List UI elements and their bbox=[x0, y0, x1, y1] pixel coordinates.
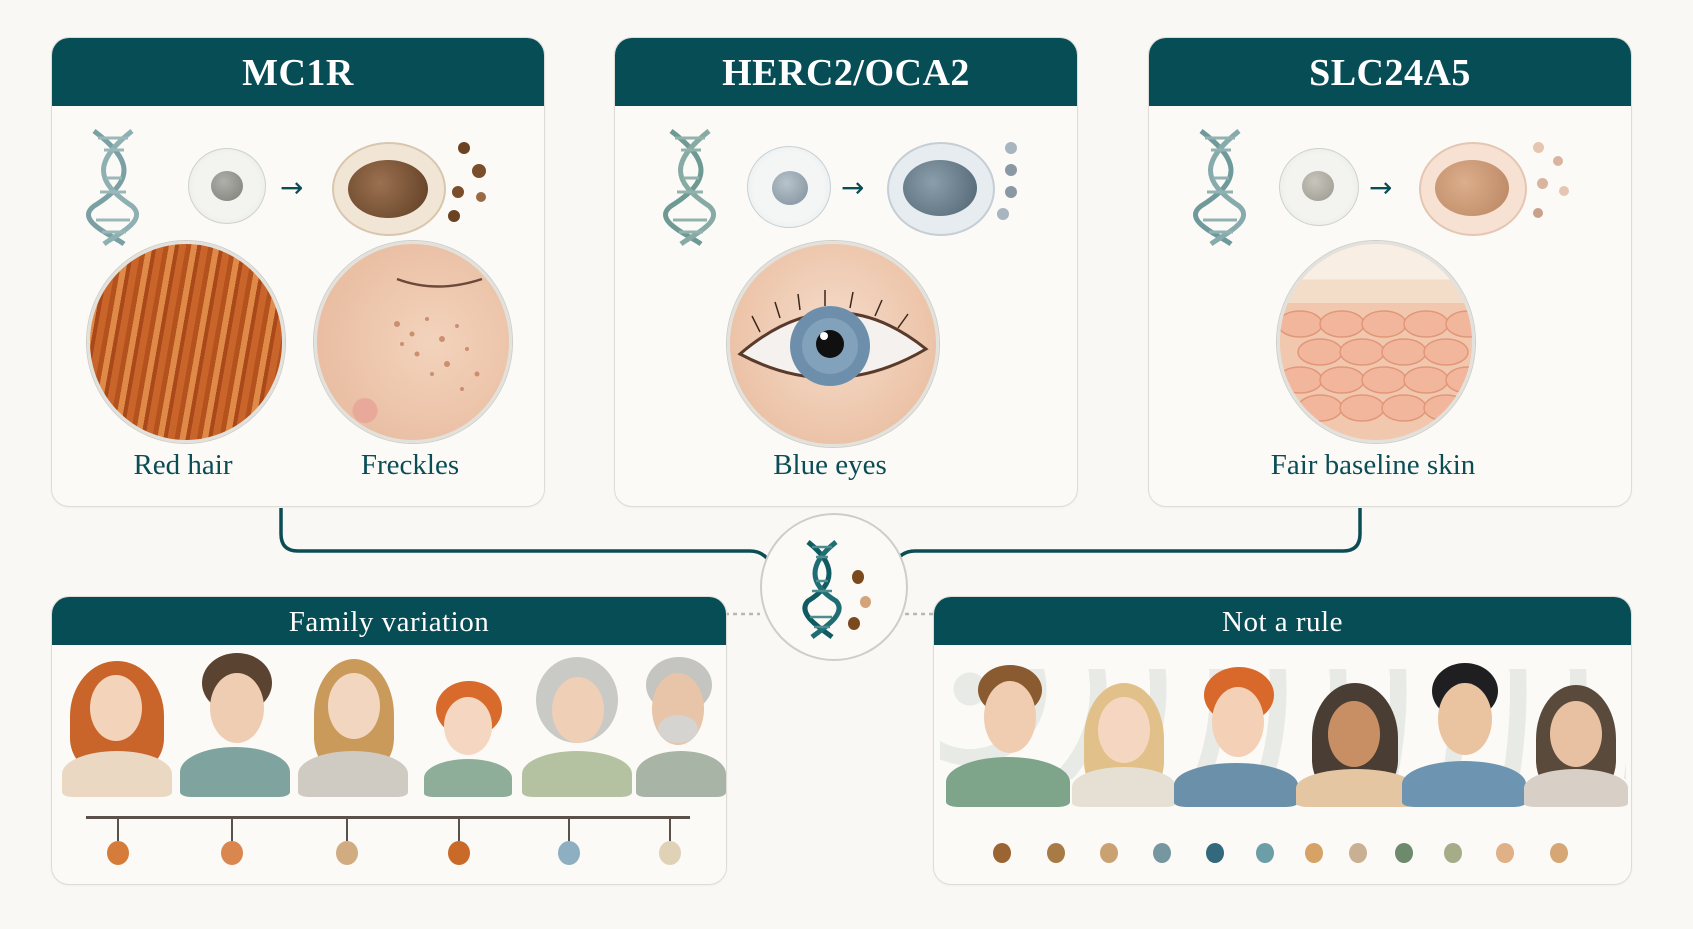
timeline-tick bbox=[458, 817, 460, 841]
family-portraits bbox=[52, 647, 726, 797]
color-swatch-dot bbox=[1444, 843, 1462, 863]
pigment-dot bbox=[448, 210, 460, 222]
panel-title: Family variation bbox=[52, 597, 726, 645]
gene-title: SLC24A5 bbox=[1149, 38, 1631, 106]
person-portrait bbox=[420, 675, 516, 797]
person-portrait bbox=[1296, 671, 1416, 807]
pigment-dot bbox=[860, 596, 871, 608]
color-swatch-dot bbox=[1550, 843, 1568, 863]
timeline-tick bbox=[346, 817, 348, 841]
dna-icon bbox=[86, 129, 139, 246]
person-portrait bbox=[62, 647, 172, 797]
arrow-right-icon: → bbox=[280, 171, 304, 204]
pigment-dot bbox=[458, 142, 470, 154]
skin-cells-icon bbox=[1277, 241, 1475, 443]
crowd-silhouettes bbox=[940, 669, 1626, 779]
pigment-dot bbox=[1537, 178, 1548, 189]
trait-label-fair-skin: Fair baseline skin bbox=[1270, 449, 1476, 481]
gene-title: HERC2/OCA2 bbox=[615, 38, 1077, 106]
melanocyte-cell-icon bbox=[747, 146, 831, 228]
blue-eye-icon bbox=[727, 241, 939, 447]
timeline-tick bbox=[669, 817, 671, 841]
person-portrait bbox=[180, 647, 290, 797]
dna-pigment-hub bbox=[760, 513, 908, 661]
color-swatch-dot bbox=[1100, 843, 1118, 863]
person-portrait bbox=[636, 647, 726, 797]
person-portrait bbox=[1174, 657, 1298, 807]
color-swatch-dot bbox=[1256, 843, 1274, 863]
family-variation-panel: Family variation bbox=[51, 596, 727, 885]
color-swatch-dot bbox=[558, 841, 580, 865]
color-swatch-dot bbox=[659, 841, 681, 865]
color-swatch-dot bbox=[1395, 843, 1413, 863]
gene-panel-slc24a5: SLC24A5 → Fair baseline skin bbox=[1148, 37, 1632, 507]
pigment-dot bbox=[997, 208, 1009, 220]
pigment-dot bbox=[848, 617, 860, 630]
color-swatch-dot bbox=[1047, 843, 1065, 863]
color-swatch-dot bbox=[448, 841, 470, 865]
dna-icon bbox=[1193, 129, 1246, 246]
pigment-dot bbox=[452, 186, 464, 198]
timeline-tick bbox=[568, 817, 570, 841]
trait-label-red-hair: Red hair bbox=[133, 449, 233, 481]
melanocyte-cell-icon bbox=[1279, 148, 1359, 226]
arrow-right-icon: → bbox=[1369, 171, 1393, 204]
pigment-dot bbox=[1005, 142, 1017, 154]
freckles-icon bbox=[314, 241, 512, 443]
timeline-tick bbox=[231, 817, 233, 841]
color-swatch-dot bbox=[1305, 843, 1323, 863]
person-portrait bbox=[946, 657, 1070, 807]
person-portrait bbox=[1402, 657, 1526, 807]
gene-title: MC1R bbox=[52, 38, 544, 106]
color-swatch-dot bbox=[336, 841, 358, 865]
red-hair-icon bbox=[87, 241, 285, 443]
pigment-dot bbox=[1005, 164, 1017, 176]
color-swatch-dot bbox=[1153, 843, 1171, 863]
diverse-portraits bbox=[934, 657, 1631, 807]
pigment-dot bbox=[852, 570, 864, 584]
dna-pigment-icon bbox=[802, 540, 842, 639]
pigmented-cell-icon bbox=[887, 142, 995, 236]
pigment-dot bbox=[1553, 156, 1563, 166]
color-swatch-dot bbox=[993, 843, 1011, 863]
pigment-dot bbox=[1005, 186, 1017, 198]
not-a-rule-panel: Not a rule bbox=[933, 596, 1632, 885]
color-swatch-dot bbox=[1206, 843, 1224, 863]
color-swatch-dot bbox=[107, 841, 129, 865]
person-portrait bbox=[1072, 669, 1176, 807]
pigment-dot bbox=[476, 192, 486, 202]
pigment-dot bbox=[1559, 186, 1569, 196]
gene-panel-herc2-oca2: HERC2/OCA2 → Blue eyes bbox=[614, 37, 1078, 507]
gene-panel-mc1r: MC1R → Red hair Freckles bbox=[51, 37, 545, 507]
family-timeline bbox=[86, 816, 690, 819]
trait-label-freckles: Freckles bbox=[360, 449, 460, 481]
dna-icon bbox=[663, 129, 716, 246]
panel-title: Not a rule bbox=[934, 597, 1631, 645]
arrow-right-icon: → bbox=[841, 171, 865, 204]
pigment-dot bbox=[472, 164, 486, 178]
pigmented-cell-icon bbox=[1419, 142, 1527, 236]
melanocyte-cell-icon bbox=[188, 148, 266, 224]
pigmented-cell-icon bbox=[332, 142, 446, 236]
person-portrait bbox=[522, 647, 632, 797]
pigment-dot bbox=[1533, 142, 1544, 153]
trait-label-blue-eyes: Blue eyes bbox=[773, 449, 887, 481]
color-swatch-dot bbox=[1496, 843, 1514, 863]
color-swatch-dot bbox=[221, 841, 243, 865]
person-portrait bbox=[298, 647, 408, 797]
pigment-dot bbox=[1533, 208, 1543, 218]
person-portrait bbox=[1524, 673, 1628, 807]
timeline-tick bbox=[117, 817, 119, 841]
color-swatch-dot bbox=[1349, 843, 1367, 863]
